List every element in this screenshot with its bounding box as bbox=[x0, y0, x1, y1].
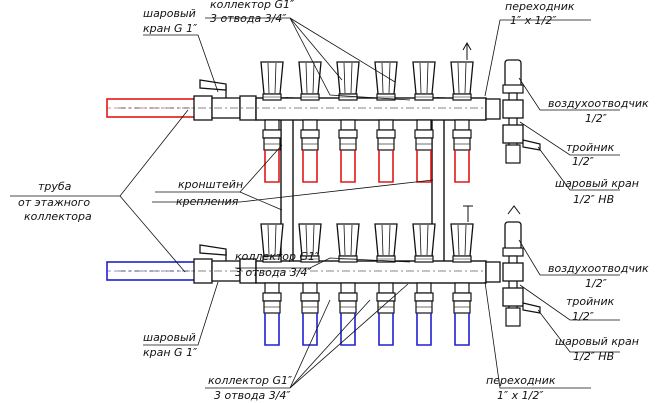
label-air-vent-top-2: 1/2″ bbox=[585, 112, 608, 125]
label-adapter-top-2: 1″ x 1/2″ bbox=[510, 14, 557, 27]
label-ball-valve-top-2: кран G 1″ bbox=[143, 22, 198, 35]
top-outlet-2 bbox=[300, 119, 320, 183]
top-outlet-4 bbox=[376, 119, 396, 183]
label-adapter-bottom-1: переходник bbox=[486, 374, 556, 387]
label-air-vent-top-1: воздухоотводчик bbox=[548, 97, 649, 110]
bottom-outlet-1 bbox=[262, 282, 282, 346]
label-air-vent-bottom-1: воздухоотводчик bbox=[548, 262, 649, 275]
label-air-vent-bottom-2: 1/2″ bbox=[585, 277, 608, 290]
label-ball-valve-bottom-2: кран G 1″ bbox=[143, 346, 198, 359]
top-right-assembly bbox=[502, 59, 541, 164]
top-outlet-6 bbox=[452, 119, 472, 183]
leader-lines bbox=[10, 17, 620, 389]
label-bracket-2: крепления bbox=[176, 195, 239, 208]
label-tee-top-2: 1/2″ bbox=[572, 155, 595, 168]
label-ball-valve-nv-top-1: шаровый кран bbox=[555, 177, 639, 190]
label-collector-bottom2-2: 3 отвода 3/4″ bbox=[214, 389, 291, 402]
top-outlet-1 bbox=[262, 119, 282, 183]
label-pipe-2: от этажного bbox=[18, 196, 90, 209]
label-collector-top-1: коллектор G1″ bbox=[210, 0, 295, 11]
label-pipe-1: труба bbox=[38, 180, 72, 193]
labels: шаровый кран G 1″ коллектор G1″ 3 отвода… bbox=[18, 0, 649, 402]
bottom-outlet-2 bbox=[300, 282, 320, 346]
bottom-outlet-4 bbox=[376, 282, 396, 346]
label-ball-valve-nv-bottom-2: 1/2″ НВ bbox=[573, 350, 614, 363]
label-tee-bottom-2: 1/2″ bbox=[572, 310, 595, 323]
label-pipe-3: коллектора bbox=[24, 210, 92, 223]
bottom-right-assembly bbox=[502, 205, 541, 327]
label-tee-bottom-1: тройник bbox=[566, 295, 615, 308]
top-manifold bbox=[106, 41, 501, 183]
bottom-outlet-5 bbox=[414, 282, 434, 346]
label-ball-valve-bottom-1: шаровый bbox=[143, 331, 196, 344]
label-ball-valve-nv-top-2: 1/2″ НВ bbox=[573, 193, 614, 206]
label-collector-bottom2-1: коллектор G1″ bbox=[208, 374, 293, 387]
label-collector-bottom-2: 3 отвода 3/4″ bbox=[235, 266, 312, 279]
label-adapter-bottom-2: 1″ x 1/2″ bbox=[497, 389, 544, 402]
label-ball-valve-nv-bottom-1: шаровый кран bbox=[555, 335, 639, 348]
label-ball-valve-top-1: шаровый bbox=[143, 7, 196, 20]
top-outlet-3 bbox=[338, 119, 358, 183]
label-collector-bottom-1: коллектор G1″ bbox=[235, 250, 320, 263]
label-bracket-1: кронштейн bbox=[178, 178, 243, 191]
label-collector-top-2: 3 отвода 3/4″ bbox=[210, 12, 287, 25]
bottom-outlet-6 bbox=[452, 282, 472, 346]
top-outlet-5 bbox=[414, 119, 434, 183]
bottom-outlet-3 bbox=[338, 282, 358, 346]
label-adapter-top-1: переходник bbox=[505, 0, 575, 13]
label-tee-top-1: тройник bbox=[566, 141, 615, 154]
